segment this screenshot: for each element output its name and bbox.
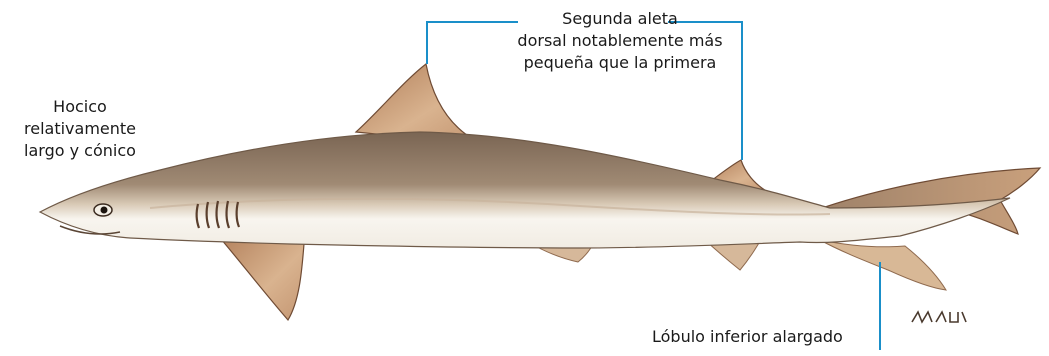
pectoral-fin xyxy=(215,232,304,320)
second-dorsal-annotation-line-3: pequeña que la primera xyxy=(470,52,770,74)
caudal-fin-lower-lobe xyxy=(820,240,946,290)
lower-lobe-annotation: Lóbulo inferior alargado xyxy=(652,326,843,348)
snout-annotation-line-1: Hocico xyxy=(0,96,160,118)
second-dorsal-annotation: Segunda aleta dorsal notablemente más pe… xyxy=(470,8,770,74)
snout-annotation-line-2: relativamente xyxy=(0,118,160,140)
second-dorsal-annotation-line-1: Segunda aleta xyxy=(470,8,770,30)
eye-pupil xyxy=(101,207,108,214)
second-dorsal-annotation-line-2: dorsal notablemente más xyxy=(470,30,770,52)
artist-signature xyxy=(912,312,966,322)
snout-annotation: Hocico relativamente largo y cónico xyxy=(0,96,160,162)
first-dorsal-fin xyxy=(356,64,478,142)
shark-body xyxy=(40,132,1010,248)
snout-annotation-line-3: largo y cónico xyxy=(0,140,160,162)
